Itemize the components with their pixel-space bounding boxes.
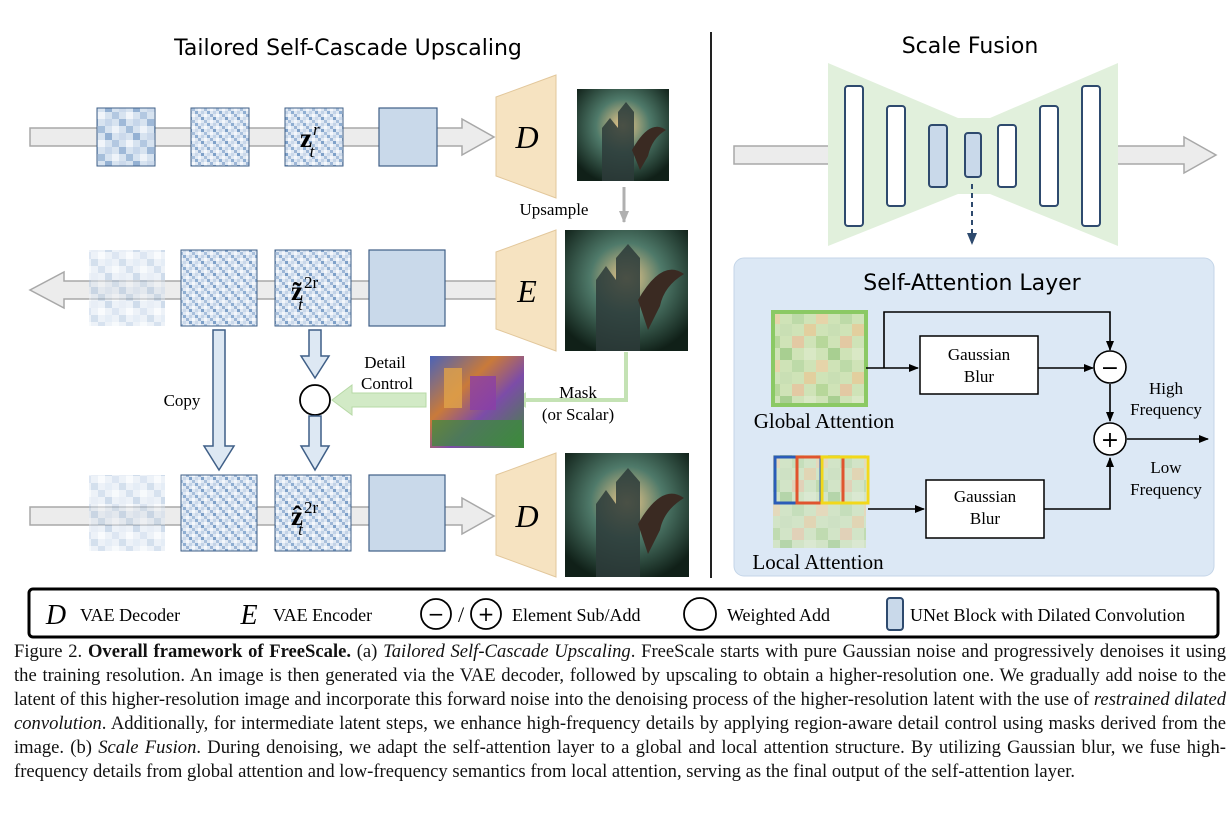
faded-block-row2 [89,250,165,326]
mask-label-2: (or Scalar) [542,405,614,424]
latent-block-z2r-tilde [274,249,352,327]
clean-latent-block-bot [368,474,446,552]
legend-weighted-label: Weighted Add [727,605,830,625]
copy-label: Copy [164,391,201,410]
faded-block-row3 [89,475,165,551]
blur-to-add-line [1044,457,1114,510]
mask-image [430,356,524,448]
generated-image-top [577,89,669,181]
latent-block-z2r-hat [274,474,352,552]
noise-down-arrow [299,329,331,380]
mask-label-1: Mask [559,383,597,402]
clean-latent-block-top [378,107,438,167]
minus-sign: − [1101,356,1119,381]
skip-connection-line [883,311,1114,368]
self-attention-title: Self-Attention Layer [863,271,1081,296]
caption-italic-1: Tailored Self-Cascade Upscaling [383,641,631,662]
upsample-label: Upsample [520,200,589,219]
latent-block-zr [284,107,344,167]
copy-arrow [202,329,236,472]
caption-fig-label: Figure 2. [14,641,83,662]
noise-block-row2 [180,249,258,327]
low-frequency-label-1: Low [1150,458,1182,477]
detail-label-1: Detail [364,353,406,372]
global-attention-map [771,310,868,407]
gaussian-blur-global-line2: Blur [964,367,995,386]
clean-latent-block-mid [368,249,446,327]
right-panel-title: Scale Fusion [902,34,1039,59]
gaussian-blur-local-line1: Gaussian [954,487,1017,506]
legend-plus: + [478,602,495,626]
element-sub-node [1093,350,1127,384]
vae-decoder-bottom [495,452,557,578]
merge-down-arrow [299,415,331,472]
noise-block-fine [190,107,250,167]
unet-block-6 [1039,105,1059,207]
figure-caption: Figure 2. Overall framework of FreeScale… [14,640,1226,784]
legend-decoder-label: VAE Decoder [80,605,180,625]
decoder-symbol-bottom: D [514,498,538,534]
gaussian-blur-global-line1: Gaussian [948,345,1011,364]
caption-part-1: (a) [356,641,378,662]
legend-weighted-icon [683,597,717,631]
caption-part-2: . FreeScale starts with pure Gaussian no… [14,641,1226,710]
gaussian-blur-local-line2: Blur [970,509,1001,528]
unet-block-7 [1081,85,1101,227]
high-frequency-label-2: Frequency [1130,400,1202,419]
legend-unet-label: UNet Block with Dilated Convolution [910,605,1185,625]
unet-block-2 [886,105,906,207]
caption-italic-3: Scale Fusion [98,737,197,758]
high-frequency-label-1: High [1149,379,1184,398]
vae-encoder [495,229,557,352]
unet-block-5 [997,124,1017,188]
noise-block-coarse [96,107,156,167]
legend-unet-icon [886,597,904,631]
legend-encoder-label: VAE Encoder [273,605,372,625]
caption-italic-2: restrained dilated convolution [14,689,1226,734]
unet-block-1 [844,85,864,227]
gaussian-blur-box-global [919,335,1039,395]
vae-decoder-top [495,74,557,199]
legend-minus: − [428,602,445,626]
gaussian-blur-box-local [925,479,1045,539]
caption-title: Overall framework of FreeScale. [87,641,352,662]
local-attention-map [773,455,870,548]
legend-sub-icon [420,598,452,630]
element-add-node [1093,422,1127,456]
encoder-symbol: E [516,273,537,309]
left-panel-title: Tailored Self-Cascade Upscaling [173,36,522,61]
noise-block-row3 [180,474,258,552]
low-frequency-label-2: Frequency [1130,480,1202,499]
legend-sep: / [458,602,465,627]
global-attention-label: Global Attention [754,409,895,433]
caption-part-4: . During denoising, we adapt the self-at… [14,737,1226,782]
unet-block-4 [964,132,982,178]
mask-arrow [526,352,628,402]
caption-part-3: . Additionally, for intermediate latent … [14,713,1226,758]
detail-label-2: Control [361,374,413,393]
legend-sub-add-label: Element Sub/Add [512,605,641,625]
local-attention-label: Local Attention [752,550,884,574]
legend-encoder-symbol: E [239,600,257,631]
unet-block-3 [928,124,948,188]
detail-control-arrow [331,384,427,416]
weighted-add-node [299,384,331,416]
legend-decoder-symbol: D [45,600,66,631]
upsampled-image [565,230,688,351]
legend-add-icon [470,598,502,630]
legend-box [27,587,1220,639]
final-image [565,453,689,577]
plus-sign: + [1101,428,1119,453]
decoder-symbol-top: D [514,119,538,155]
